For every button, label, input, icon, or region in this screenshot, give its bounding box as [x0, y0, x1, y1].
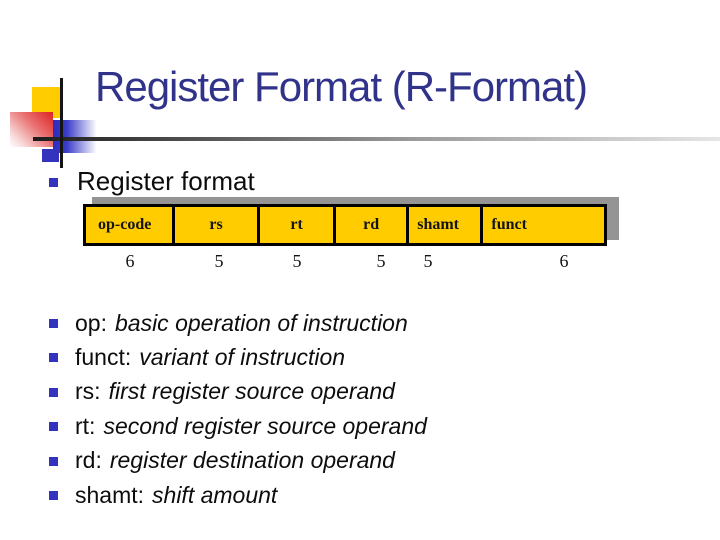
definition-desc: register destination operand	[109, 447, 395, 474]
bullet-square-icon	[49, 490, 58, 500]
definition-term: rd:	[75, 447, 102, 474]
bit-width-rs: 5	[214, 251, 224, 271]
bullet-square-icon	[49, 178, 58, 187]
field-cell-opcode: op-code	[86, 207, 176, 243]
bit-width-funct: 6	[559, 251, 569, 271]
bit-width-rt: 5	[292, 251, 302, 271]
bit-width-shamt: 5	[423, 251, 433, 271]
definition-term: rt:	[75, 412, 96, 439]
field-cell-rd: rd	[336, 207, 410, 243]
field-cell-rt: rt	[260, 207, 337, 243]
title-underline-rule	[33, 137, 720, 141]
bit-widths-row: 6 5 5 5 5 6	[0, 251, 720, 271]
definition-term: shamt:	[75, 481, 145, 508]
definition-desc: basic operation of instruction	[114, 309, 408, 336]
list-item-rd: rd: register destination operand	[49, 444, 427, 478]
bit-width-rd: 5	[376, 251, 386, 271]
definition-desc: shift amount	[152, 481, 278, 508]
list-item-rt: rt: second register source operand	[49, 409, 427, 443]
definition-desc: variant of instruction	[139, 344, 346, 371]
definitions-list: op: basic operation of instruction funct…	[49, 306, 427, 512]
bit-width-opcode: 6	[125, 251, 135, 271]
slide-title: Register Format (R-Format)	[95, 63, 588, 110]
bullet-square-icon	[49, 353, 58, 363]
bullet-square-icon	[49, 319, 58, 328]
definition-term: funct:	[75, 344, 132, 371]
instruction-format-table: op-code rs rt rd shamt funct	[83, 204, 607, 246]
title-vertical-line	[60, 78, 63, 168]
definition-term: rs:	[75, 378, 101, 405]
definition-desc: second register source operand	[103, 412, 427, 439]
field-cell-shamt: shamt	[409, 207, 484, 243]
bullet-square-icon	[49, 456, 58, 466]
definition-desc: first register source operand	[108, 378, 395, 405]
list-item-op: op: basic operation of instruction	[49, 306, 427, 340]
list-item-rs: rs: first register source operand	[49, 375, 427, 409]
list-item-funct: funct: variant of instruction	[49, 340, 427, 374]
bullet-square-icon	[49, 422, 58, 432]
deco-small-blue-square	[42, 149, 59, 162]
field-cell-funct: funct	[483, 207, 604, 243]
list-item-shamt: shamt: shift amount	[49, 478, 427, 512]
bullet-square-icon	[49, 387, 58, 397]
deco-red-gradient-square	[10, 112, 53, 147]
section-heading: Register format	[77, 166, 255, 196]
definition-term: op:	[75, 309, 107, 336]
field-cell-rs: rs	[175, 207, 261, 243]
